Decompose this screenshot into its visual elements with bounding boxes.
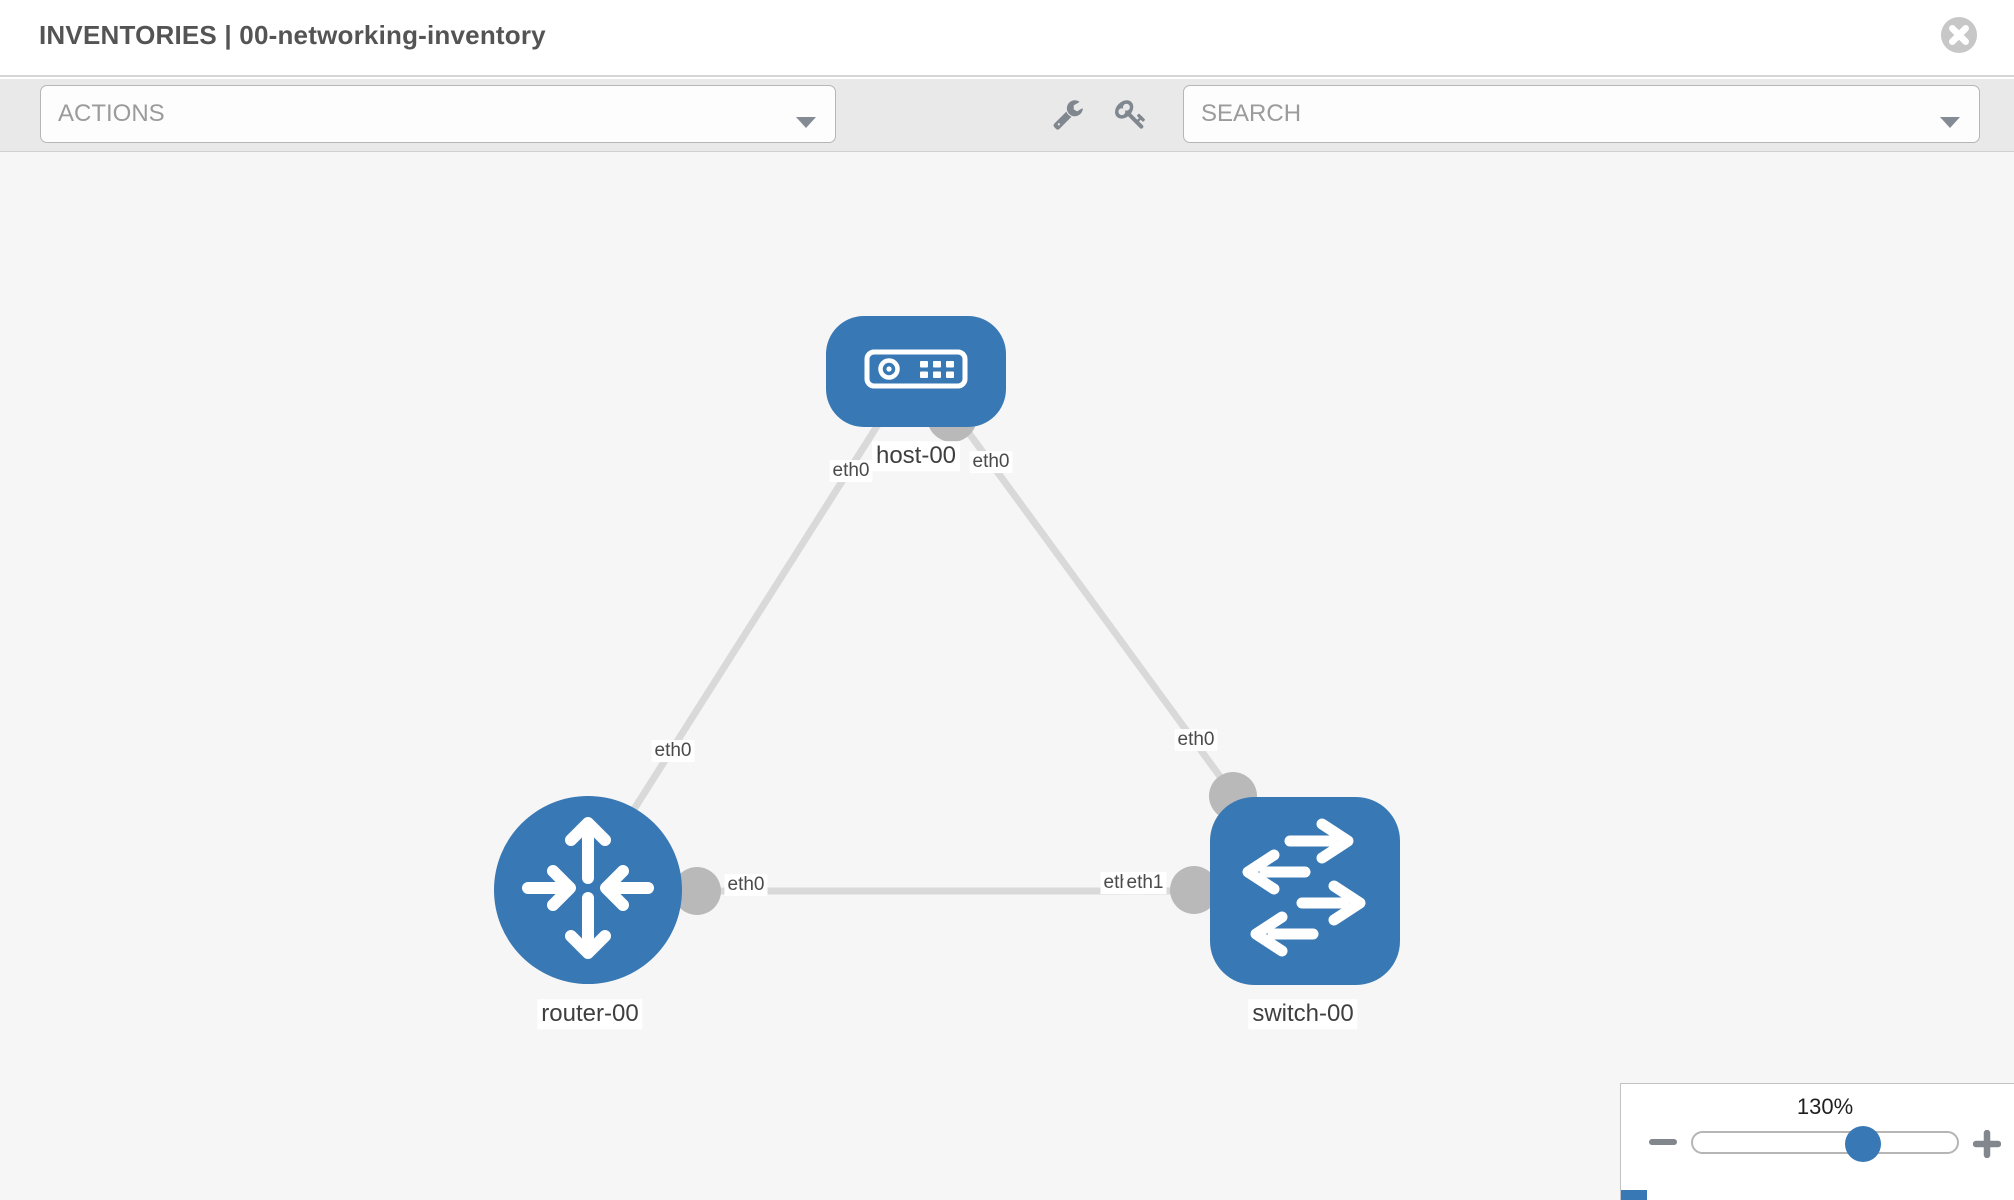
zoom-slider-track[interactable] <box>1691 1131 1959 1154</box>
interface-port-switch-left <box>1170 866 1218 914</box>
interface-label-router-to-switch: eth0 <box>724 874 768 896</box>
chevron-down-icon <box>1939 108 1961 128</box>
interface-label-host-to-router: eth0 <box>829 460 873 482</box>
node-label-switch: switch-00 <box>1248 999 1358 1029</box>
zoom-in-button[interactable] <box>1972 1129 2002 1161</box>
zoom-control-panel: 130% <box>1620 1083 2014 1200</box>
zoom-level-label: 130% <box>1796 1094 1854 1119</box>
node-switch-00[interactable] <box>1210 797 1400 985</box>
switch-arrows-icon <box>1210 795 1400 988</box>
close-icon <box>1940 16 1978 57</box>
toolbar: ACTIONS SEARCH <box>0 79 2014 152</box>
link-host-router[interactable] <box>595 410 889 868</box>
interface-port-router <box>673 867 721 915</box>
node-router-00[interactable] <box>494 796 682 984</box>
host-device-icon <box>864 349 968 394</box>
minus-icon <box>1649 1137 1677 1152</box>
node-label-router: router-00 <box>537 999 643 1029</box>
close-button[interactable] <box>1940 16 1978 54</box>
plus-icon <box>1972 1129 2002 1161</box>
header-bar: INVENTORIES | 00-networking-inventory <box>0 0 2014 77</box>
node-label-host: host-00 <box>871 441 961 471</box>
interface-label-switch-to-host: eth0 <box>1174 729 1218 751</box>
zoom-slider-thumb[interactable] <box>1845 1126 1881 1162</box>
link-host-switch[interactable] <box>952 411 1249 815</box>
topology-canvas[interactable]: host-00 router-00 switch-00 eth0 eth0 et… <box>0 152 2014 1200</box>
search-dropdown[interactable]: SEARCH <box>1183 85 1980 143</box>
partial-hidden-element <box>1621 1190 1647 1200</box>
credentials-button[interactable] <box>1114 98 1148 132</box>
search-dropdown-label: SEARCH <box>1201 100 1302 127</box>
actions-dropdown-label: ACTIONS <box>58 100 165 127</box>
page-title: INVENTORIES | 00-networking-inventory <box>39 20 546 50</box>
key-icon <box>1115 100 1147 133</box>
wrench-icon <box>1052 100 1084 133</box>
actions-dropdown[interactable]: ACTIONS <box>40 85 836 143</box>
interface-label-router-to-host: eth0 <box>651 740 695 762</box>
chevron-down-icon <box>795 108 817 128</box>
interface-label-host-to-switch: eth0 <box>969 451 1013 473</box>
node-host-00[interactable] <box>826 316 1006 427</box>
topology-links-layer <box>595 392 1290 915</box>
router-arrows-icon <box>494 794 682 987</box>
interface-label-switch-to-router: eth1 <box>1123 872 1167 894</box>
zoom-out-button[interactable] <box>1649 1135 1677 1149</box>
tools-button[interactable] <box>1051 98 1085 132</box>
